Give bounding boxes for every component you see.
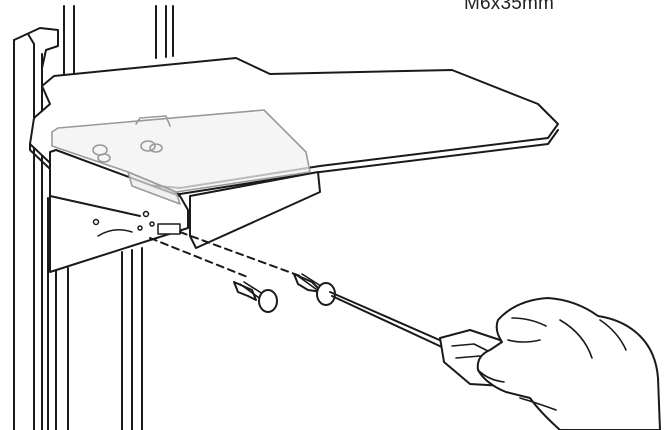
transparent-mount-plate <box>51 109 311 205</box>
screw-spec-label: M6x35mm <box>464 0 555 14</box>
screw-on-driver <box>293 273 336 306</box>
hand-icon <box>476 297 661 430</box>
mounting-bracket <box>49 149 321 273</box>
screw-alignment-lines <box>149 231 301 279</box>
vertical-frame-posts <box>13 5 174 430</box>
screw-icon <box>233 281 278 313</box>
